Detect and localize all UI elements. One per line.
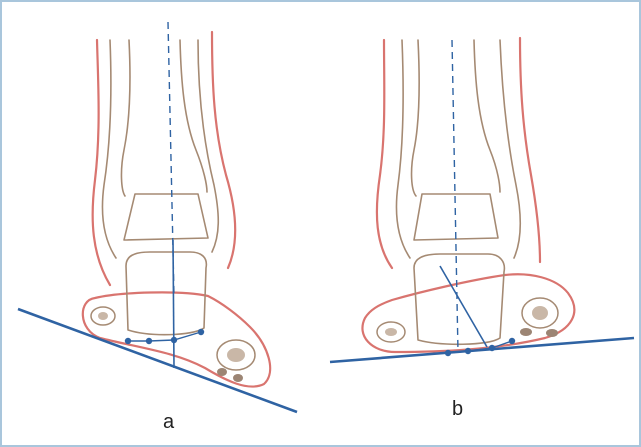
- panel-label-a: a: [163, 412, 174, 432]
- panel-b-ground-line: [330, 338, 634, 362]
- panel-a-solid-axis: [173, 240, 174, 368]
- panel-b-drawing: [330, 38, 634, 362]
- panel-a-drawing: [18, 22, 297, 412]
- panel-a-contact-points: [125, 329, 204, 344]
- panel-b-sesamoids: [377, 298, 558, 342]
- panel-b-dashed-axis: [452, 40, 458, 352]
- panel-a-bones: [103, 40, 219, 335]
- panel-label-b: b: [452, 399, 463, 419]
- panel-a-ground-line: [18, 309, 297, 412]
